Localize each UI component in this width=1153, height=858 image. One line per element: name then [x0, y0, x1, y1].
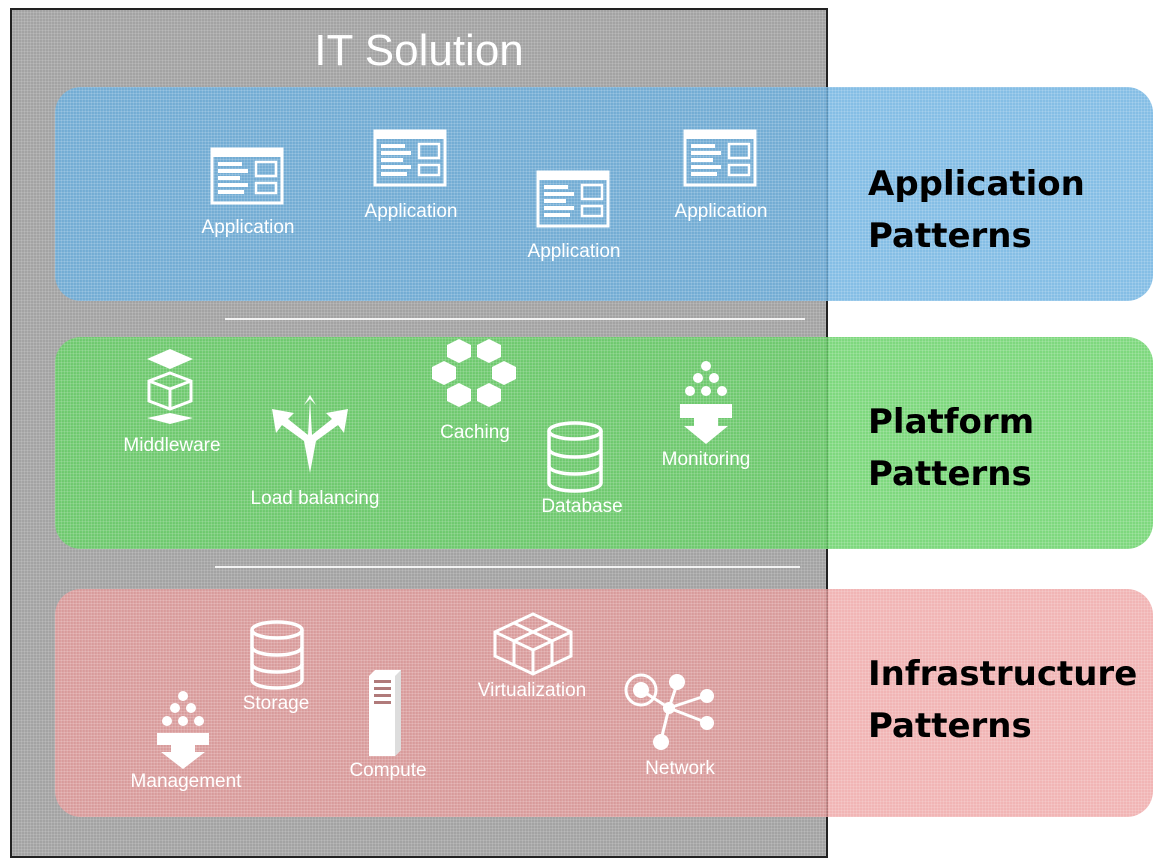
infrastructure-layer-band: [55, 589, 1153, 817]
application-label: Application: [527, 241, 621, 262]
monitoring-label: Monitoring: [661, 449, 751, 470]
application-window-icon: [683, 129, 757, 187]
layer-divider-bottom: [215, 566, 800, 568]
hexagon-ring-icon: [432, 339, 516, 407]
storage-label: Storage: [242, 693, 310, 714]
wireframe-cubes-icon: [493, 612, 573, 676]
split-arrows-icon: [272, 395, 348, 473]
application-window-icon: [210, 147, 284, 205]
database-cylinder-icon: [250, 620, 304, 690]
caching-label: Caching: [440, 422, 510, 443]
management-label: Management: [130, 771, 242, 792]
compute-label: Compute: [349, 760, 427, 781]
network-label: Network: [645, 758, 715, 779]
node-graph-icon: [624, 673, 714, 750]
application-window-icon: [373, 129, 447, 187]
platform-patterns-label: Platform Patterns: [868, 402, 1035, 494]
stacked-layers-icon: [147, 349, 193, 424]
database-label: Database: [541, 496, 623, 517]
application-window-icon: [536, 170, 610, 228]
application-layer-band: [55, 87, 1153, 301]
application-label: Application: [364, 201, 458, 222]
virtualization-label: Virtualization: [477, 680, 587, 701]
server-tower-icon: [369, 670, 401, 756]
dots-down-arrow-icon: [157, 691, 209, 769]
middleware-label: Middleware: [123, 435, 221, 456]
layer-divider-top: [225, 318, 805, 320]
dots-down-arrow-icon: [680, 361, 732, 444]
database-cylinder-icon: [547, 421, 603, 493]
application-label: Application: [201, 217, 295, 238]
platform-layer-band: [55, 337, 1153, 549]
application-patterns-label: Application Patterns: [868, 164, 1085, 256]
load-balancing-label: Load balancing: [250, 488, 380, 509]
diagram-title: IT Solution: [314, 26, 524, 75]
infrastructure-patterns-label: Infrastructure Patterns: [868, 654, 1138, 746]
application-label: Application: [674, 201, 768, 222]
